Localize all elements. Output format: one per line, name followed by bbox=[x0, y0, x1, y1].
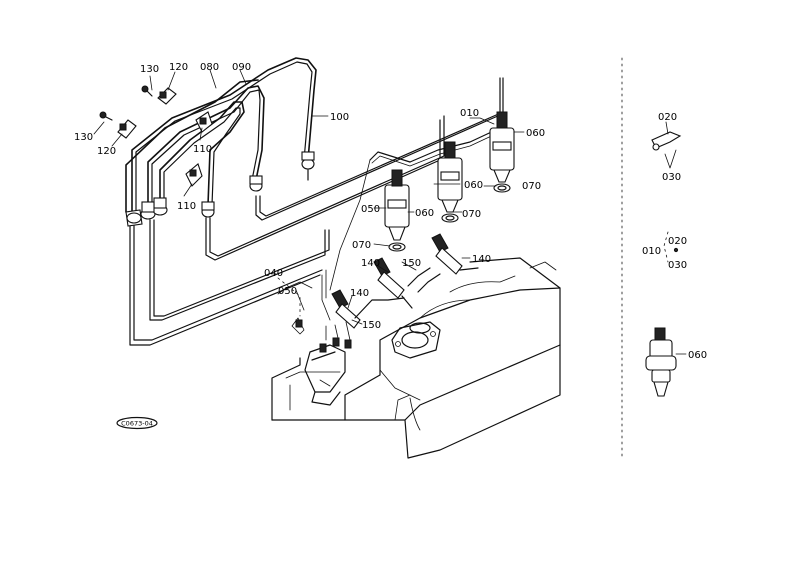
callout-030[interactable]: 030 bbox=[668, 260, 687, 271]
callout-150[interactable]: 150 bbox=[402, 258, 421, 269]
callout-070[interactable]: 070 bbox=[462, 209, 481, 220]
callout-050[interactable]: 050 bbox=[278, 286, 297, 297]
drawing-code-badge: C0673-04 bbox=[116, 416, 158, 430]
glow-plug-lead bbox=[277, 267, 441, 319]
pipe-fittings bbox=[125, 151, 315, 227]
callout-060[interactable]: 060 bbox=[526, 128, 545, 139]
detail-bracket bbox=[651, 121, 682, 169]
callout-100[interactable]: 100 bbox=[330, 112, 349, 123]
glow-plug-1 bbox=[431, 233, 479, 275]
callout-130[interactable]: 130 bbox=[140, 64, 159, 75]
callout-060[interactable]: 060 bbox=[688, 350, 707, 361]
callout-020[interactable]: 020 bbox=[658, 112, 677, 123]
fuel-pump bbox=[291, 317, 352, 406]
injector-3 bbox=[489, 111, 515, 193]
callout-040[interactable]: 040 bbox=[264, 268, 283, 279]
return-pipes bbox=[129, 77, 504, 346]
callout-130[interactable]: 130 bbox=[74, 132, 93, 143]
callout-020[interactable]: 020 bbox=[668, 236, 687, 247]
callout-080[interactable]: 080 bbox=[200, 62, 219, 73]
injector-1 bbox=[384, 169, 410, 252]
callout-010[interactable]: 010 bbox=[642, 246, 661, 257]
callout-150[interactable]: 150 bbox=[362, 320, 381, 331]
callout-090[interactable]: 090 bbox=[232, 62, 251, 73]
pipe-clamps bbox=[99, 85, 213, 187]
callout-060[interactable]: 060 bbox=[415, 208, 434, 219]
drawing-code: C0673-04 bbox=[121, 420, 153, 428]
callout-140[interactable]: 140 bbox=[472, 254, 491, 265]
callout-labels: 130 120 080 090 100 130 120 110 110 010 … bbox=[74, 62, 545, 331]
callout-070[interactable]: 070 bbox=[352, 240, 371, 251]
callout-030[interactable]: 030 bbox=[662, 172, 681, 183]
injection-pipes bbox=[125, 57, 317, 215]
detail-callout-labels: 020 030 010 020 030 060 bbox=[642, 112, 707, 361]
glow-plug-3 bbox=[331, 289, 361, 329]
callout-120[interactable]: 120 bbox=[97, 146, 116, 157]
leader-lines bbox=[93, 69, 525, 325]
callout-050[interactable]: 050 bbox=[361, 204, 380, 215]
callout-110[interactable]: 110 bbox=[177, 201, 196, 212]
detail-nozzle-holder bbox=[645, 327, 687, 397]
callout-140[interactable]: 140 bbox=[350, 288, 369, 299]
callout-140[interactable]: 140 bbox=[361, 258, 380, 269]
callout-060[interactable]: 060 bbox=[464, 180, 483, 191]
callout-110[interactable]: 110 bbox=[193, 144, 212, 155]
callout-070[interactable]: 070 bbox=[522, 181, 541, 192]
detail-exploded bbox=[663, 231, 679, 263]
injector-2 bbox=[437, 141, 463, 223]
callout-010[interactable]: 010 bbox=[460, 108, 479, 119]
engine-block bbox=[271, 257, 561, 459]
glow-plug-2 bbox=[373, 257, 413, 309]
callout-120[interactable]: 120 bbox=[169, 62, 188, 73]
